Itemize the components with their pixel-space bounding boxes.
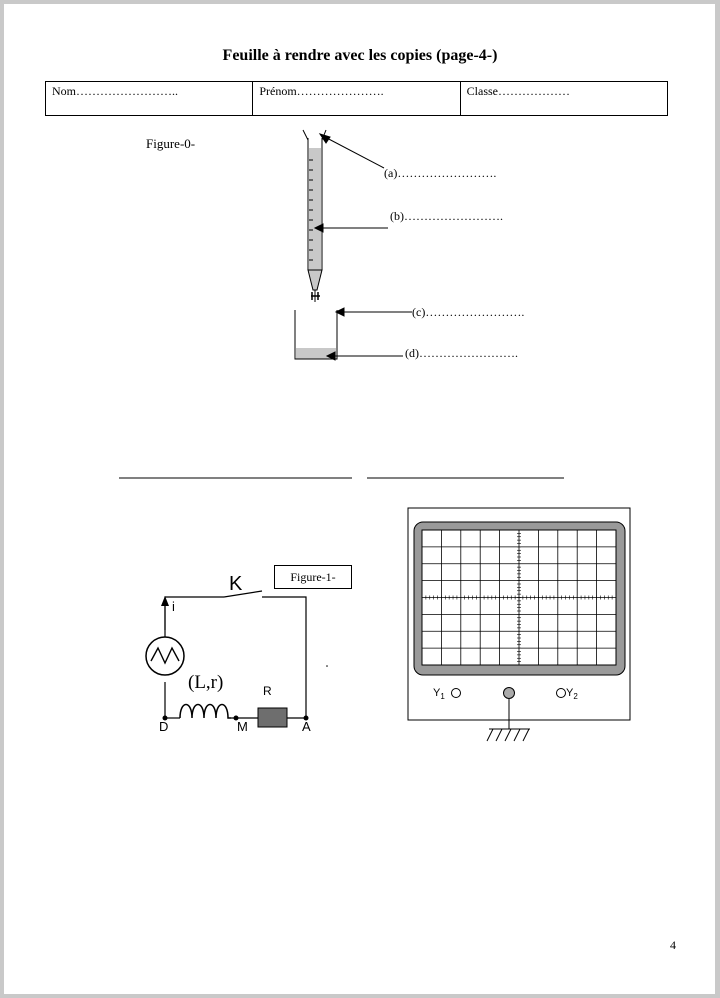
resistor-label: R: [263, 684, 272, 698]
node-a-label: A: [302, 719, 311, 734]
ground-input-icon: [503, 687, 515, 699]
node-d-label: D: [159, 719, 168, 734]
figure-0-caption: Figure-0-: [146, 136, 196, 151]
figure-0-label-d[interactable]: (d)…………………….: [405, 346, 518, 360]
figure-0-label-c[interactable]: (c)…………………….: [412, 305, 525, 319]
page-number: 4: [670, 938, 676, 952]
ground-symbol-icon: [486, 699, 530, 742]
channel-y1-label: Y1: [433, 687, 445, 702]
generator-icon: [145, 614, 185, 676]
channel-y2-label: Y2: [566, 687, 578, 702]
current-label: i: [172, 599, 175, 614]
node-d-dot: [162, 715, 168, 721]
classe-field[interactable]: Classe………………: [459, 81, 669, 116]
answer-sheet-page: [4, 4, 715, 994]
switch-label: K: [229, 573, 243, 595]
figure-0-label-b[interactable]: (b)…………………….: [390, 209, 503, 223]
page-title: Feuille à rendre avec les copies (page-4…: [222, 47, 498, 64]
figure-1-caption: Figure-1-: [274, 565, 352, 589]
student-info-table: Nom…………………….. Prénom…………………. Classe………………: [44, 81, 669, 116]
coil-label: (L,r): [188, 672, 223, 693]
resistor-icon: [257, 707, 288, 728]
node-a-dot: [303, 715, 309, 721]
current-arrow-icon: [161, 596, 169, 606]
node-m-label: M: [237, 719, 248, 734]
y1-input-icon: [451, 688, 461, 698]
beaker-icon: [294, 310, 338, 360]
inductor-coil-icon: [179, 703, 231, 719]
oscilloscope-grid: [421, 529, 617, 666]
y2-input-icon: [556, 688, 566, 698]
switch-k-icon: [223, 590, 263, 598]
node-m-dot: [233, 715, 239, 721]
burette-icon: [302, 129, 327, 302]
figure-0-label-a[interactable]: (a)…………………….: [384, 166, 497, 180]
